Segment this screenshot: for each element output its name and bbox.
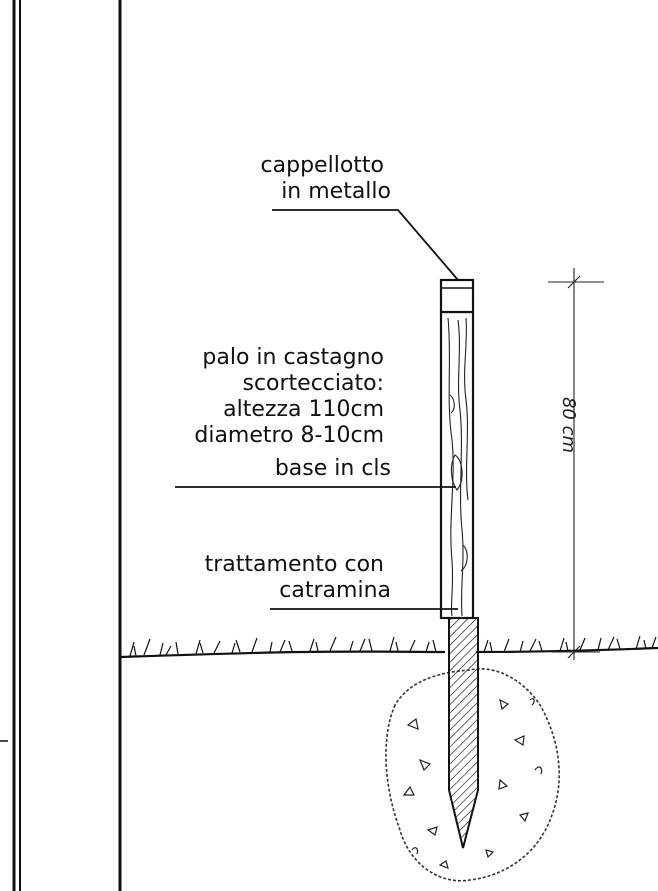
post-label-line-1: palo in castagno bbox=[202, 345, 384, 370]
dimension-label: 80 cm bbox=[558, 397, 579, 453]
post-label-line-3: altezza 110cm bbox=[223, 397, 384, 422]
treatment-label-line-1: trattamento con bbox=[205, 552, 384, 577]
ground-line bbox=[119, 635, 658, 659]
treatment-label: trattamento con catramina bbox=[205, 552, 391, 603]
post-label: palo in castagno scortecciato: altezza 1… bbox=[194, 345, 391, 481]
treatment-label-line-2: catramina bbox=[279, 578, 391, 603]
cap-label-line-1: cappellotto bbox=[261, 153, 384, 178]
dimension-line bbox=[548, 268, 604, 660]
cap-leader-line bbox=[272, 209, 459, 281]
post-label-line-4: diametro 8-10cm bbox=[194, 423, 384, 448]
wooden-post bbox=[439, 278, 475, 620]
cap-label: cappellotto in metallo bbox=[261, 153, 391, 204]
cap-label-line-2: in metallo bbox=[281, 179, 391, 204]
metal-cap bbox=[439, 278, 475, 314]
post-label-line-2: scortecciato: bbox=[242, 371, 384, 396]
post-label-line-5: base in cls bbox=[275, 456, 391, 481]
